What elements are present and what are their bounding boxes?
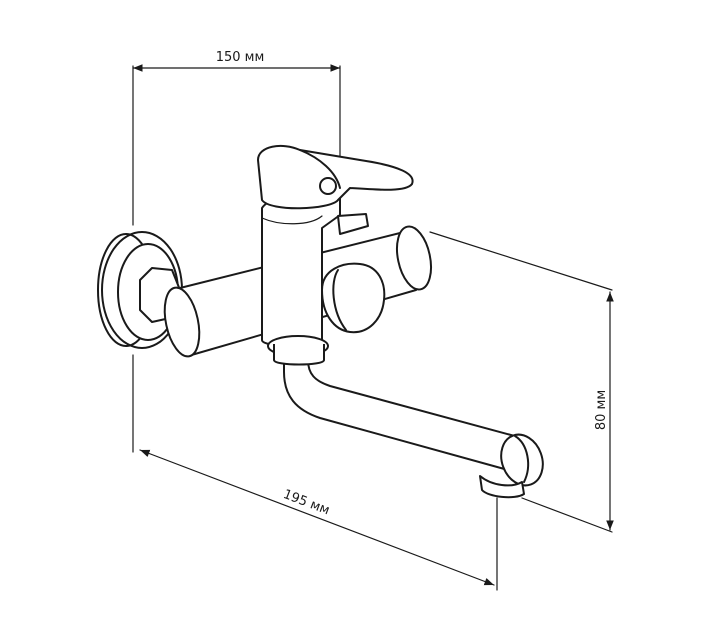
aerator [479, 475, 525, 499]
lever-screw-cap [319, 177, 337, 195]
height-label: 80 мм [594, 390, 609, 430]
extension-line-bottom [521, 497, 613, 533]
dimension-width: 150 мм [132, 50, 341, 226]
diverter-knob[interactable] [321, 262, 386, 334]
dimension-line-depth [139, 449, 495, 586]
dimension-height: 80 мм [429, 231, 614, 533]
column-seam [261, 215, 323, 225]
extension-line-top [429, 231, 613, 291]
cartridge-recess [337, 213, 369, 235]
spout [283, 351, 544, 499]
faucet [97, 144, 544, 499]
width-label: 150 мм [216, 50, 265, 65]
lever-handle[interactable] [257, 144, 414, 210]
